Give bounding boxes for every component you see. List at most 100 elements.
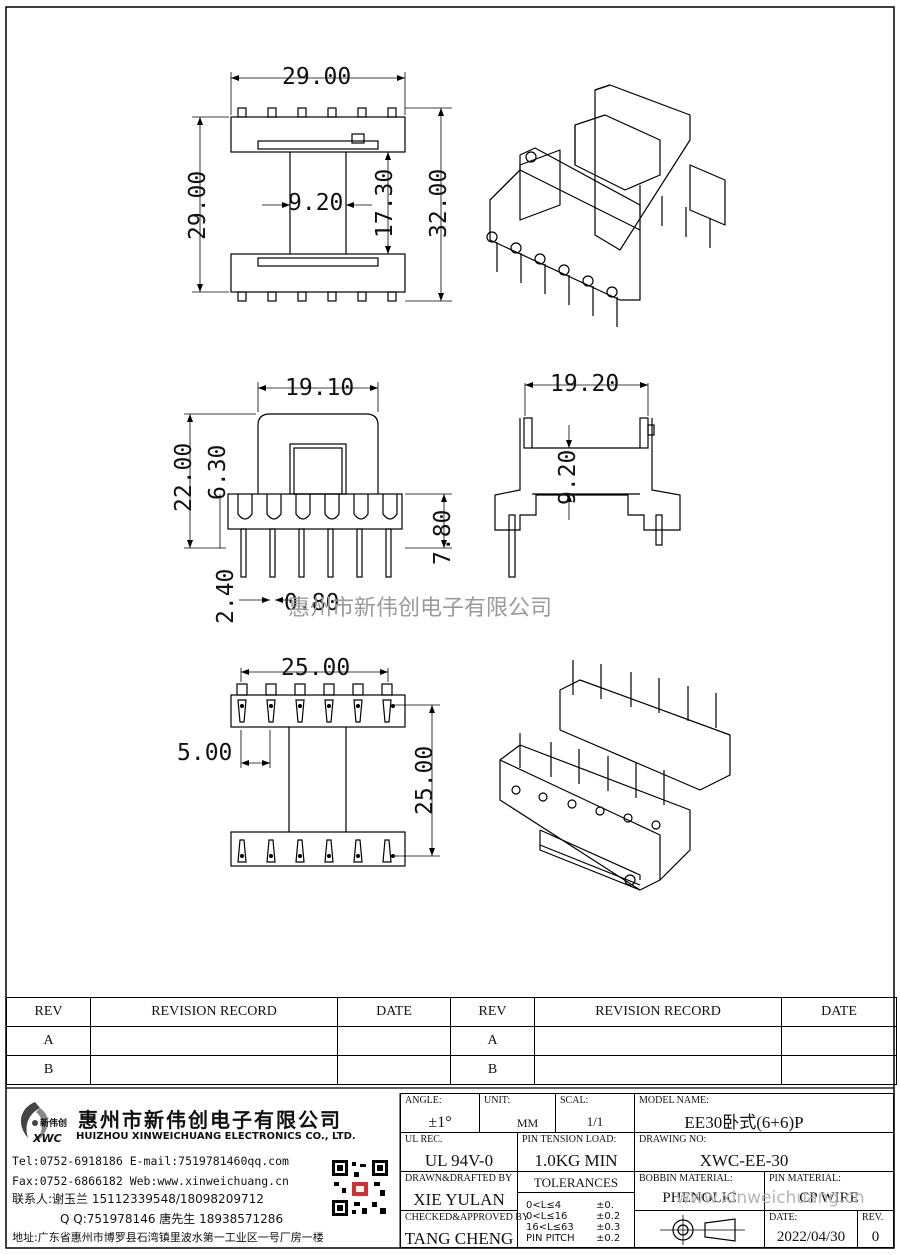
dim-bottom-width: 25.00 bbox=[281, 655, 351, 681]
unit-value: MM bbox=[516, 1116, 539, 1130]
ul-cell: UL REC. UL 94V-0 bbox=[400, 1132, 518, 1172]
record-cell bbox=[534, 1026, 782, 1056]
angle-label: ANGLE: bbox=[405, 1095, 442, 1106]
dim-pin-height: 7.80 bbox=[430, 509, 456, 565]
dim-pin-diameter: 0.80 bbox=[284, 590, 340, 616]
date-label: DATE: bbox=[769, 1212, 798, 1223]
bobbin-material-value: PHENOLIC bbox=[662, 1190, 737, 1206]
dim-bottom-pitch: 5.00 bbox=[177, 740, 233, 766]
isometric-view-bottom bbox=[499, 660, 731, 891]
date-cell bbox=[781, 1026, 897, 1056]
projection-symbol-cell bbox=[634, 1210, 765, 1248]
dim-front-height: 22.00 bbox=[171, 442, 197, 512]
company-logo-icon bbox=[20, 1102, 48, 1142]
dim-core-width: 9.20 bbox=[288, 190, 344, 216]
record-cell bbox=[90, 1026, 338, 1056]
projection-symbol-icon bbox=[660, 1215, 745, 1245]
isometric-view-top bbox=[486, 84, 726, 327]
tol-value-4: ±0.2 bbox=[596, 1233, 621, 1244]
date-header: DATE bbox=[781, 997, 897, 1027]
angle-cell: ANGLE: ±1° bbox=[400, 1093, 480, 1133]
model-value: EE30卧式(6+6)P bbox=[684, 1113, 804, 1132]
date-cell bbox=[337, 1026, 451, 1056]
unit-cell: UNIT: MM bbox=[479, 1093, 556, 1133]
dim-side-core: 9.20 bbox=[555, 449, 581, 505]
unit-label: UNIT: bbox=[484, 1095, 511, 1106]
drawn-by-cell: DRAWN&DRAFTED BY XIE YULAN bbox=[400, 1171, 518, 1211]
side-view bbox=[494, 383, 681, 578]
revision-table: REV REVISION RECORD DATE REV REVISION RE… bbox=[6, 997, 897, 1085]
bobbin-material-label: BOBBIN MATERIAL: bbox=[639, 1173, 733, 1184]
pin-material-value: CP WIRE bbox=[799, 1190, 859, 1206]
watermark-url: www.xinweichuang.cn bbox=[676, 1188, 865, 1208]
watermark: 惠州市新伟创电子有限公司 bbox=[288, 596, 553, 621]
model-cell: MODEL NAME: EE30卧式(6+6)P bbox=[634, 1093, 894, 1133]
date-header: DATE bbox=[337, 997, 451, 1027]
rev-cell: A bbox=[6, 1026, 91, 1056]
contact-tel-email: Tel:0752-6918186 E-mail:7519781460qq.com bbox=[12, 1154, 289, 1168]
rev-header: REV bbox=[6, 997, 91, 1027]
date-value: 2022/04/30 bbox=[776, 1229, 846, 1245]
angle-value: ±1° bbox=[428, 1114, 452, 1131]
rev-cell: B bbox=[6, 1055, 91, 1085]
drawn-by-value: XIE YULAN bbox=[413, 1190, 505, 1209]
date-cell bbox=[781, 1055, 897, 1085]
record-cell bbox=[90, 1055, 338, 1085]
top-view bbox=[192, 72, 452, 302]
checked-by-value: TANG CHENG bbox=[404, 1229, 514, 1248]
revision-record-header: REVISION RECORD bbox=[90, 997, 338, 1027]
tol-range-1: 0<L≤4 bbox=[526, 1200, 562, 1211]
tol-range-3: 16<L≤63 bbox=[526, 1222, 574, 1233]
logo-text: XWC bbox=[33, 1132, 62, 1145]
scale-value: 1/1 bbox=[586, 1114, 604, 1129]
rev-cell: A bbox=[450, 1026, 535, 1056]
tol-range-2: 0<L≤16 bbox=[526, 1211, 568, 1222]
tol-value-1: ±0. bbox=[596, 1200, 614, 1211]
revision-row: A A bbox=[6, 1026, 897, 1056]
dim-front-width: 19.10 bbox=[285, 375, 355, 401]
company-address: 地址:广东省惠州市博罗县石湾镇里波水第一工业区一号厂房一楼 bbox=[12, 1231, 324, 1244]
model-label: MODEL NAME: bbox=[639, 1095, 709, 1106]
contact-fax-web: Fax:0752-6866182 Web:www.xinweichuang.cn bbox=[12, 1174, 289, 1188]
ul-value: UL 94V-0 bbox=[424, 1151, 494, 1170]
tol-range-4: PIN PITCH bbox=[526, 1233, 575, 1244]
date-cell: DATE: 2022/04/30 bbox=[764, 1210, 858, 1248]
qr-code-icon bbox=[330, 1158, 390, 1218]
rev-label: REV. bbox=[862, 1212, 884, 1223]
drawing-no-label: DRAWING NO: bbox=[639, 1134, 707, 1145]
dim-window-height: 17.30 bbox=[372, 168, 398, 238]
dim-side-width: 19.20 bbox=[550, 371, 620, 397]
tolerances-cell: TOLERANCES 0<L≤4 0<L≤16 16<L≤63 PIN PITC… bbox=[517, 1171, 635, 1248]
ul-label: UL REC. bbox=[405, 1134, 443, 1145]
revision-header-row: REV REVISION RECORD DATE REV REVISION RE… bbox=[6, 997, 897, 1027]
tol-value-3: ±0.3 bbox=[596, 1222, 621, 1233]
scale-label: SCAL: bbox=[560, 1095, 589, 1106]
company-name-cn: 惠州市新伟创电子有限公司 bbox=[78, 1108, 342, 1132]
checked-by-cell: CHECKED&APPROVED BY TANG CHENG bbox=[400, 1210, 529, 1248]
dim-flange-height: 6.30 bbox=[205, 444, 231, 500]
checked-by-label: CHECKED&APPROVED BY bbox=[405, 1212, 530, 1223]
company-name-en: HUIZHOU XINWEICHUANG ELECTRONICS CO., LT… bbox=[76, 1131, 356, 1142]
date-cell bbox=[337, 1055, 451, 1085]
dim-top-width: 29.00 bbox=[282, 64, 352, 90]
rev-cell: B bbox=[450, 1055, 535, 1085]
dim-overall-height: 32.00 bbox=[426, 168, 452, 238]
bottom-view bbox=[230, 668, 440, 867]
pin-material-label: PIN MATERIAL: bbox=[769, 1173, 841, 1184]
revision-row: B B bbox=[6, 1055, 897, 1085]
dim-pin-stub: 2.40 bbox=[213, 568, 239, 624]
contact-person: 联系人:谢玉兰 15112339548/18098209712 bbox=[12, 1192, 264, 1206]
drawing-no-cell: DRAWING NO: XWC-EE-30 bbox=[634, 1132, 894, 1172]
contact-qq: Q Q:751978146 唐先生 18938571286 bbox=[60, 1212, 284, 1226]
rev-header: REV bbox=[450, 997, 535, 1027]
rev-value: 0 bbox=[871, 1229, 880, 1245]
front-view bbox=[184, 382, 452, 601]
dim-bottom-height: 25.00 bbox=[412, 745, 438, 815]
drawn-by-label: DRAWN&DRAFTED BY bbox=[405, 1173, 513, 1184]
revision-record-header: REVISION RECORD bbox=[534, 997, 782, 1027]
logo-caption: 新伟创 bbox=[40, 1119, 68, 1129]
rev-cell: REV. 0 bbox=[857, 1210, 894, 1248]
drawing-no-value: XWC-EE-30 bbox=[699, 1151, 789, 1170]
